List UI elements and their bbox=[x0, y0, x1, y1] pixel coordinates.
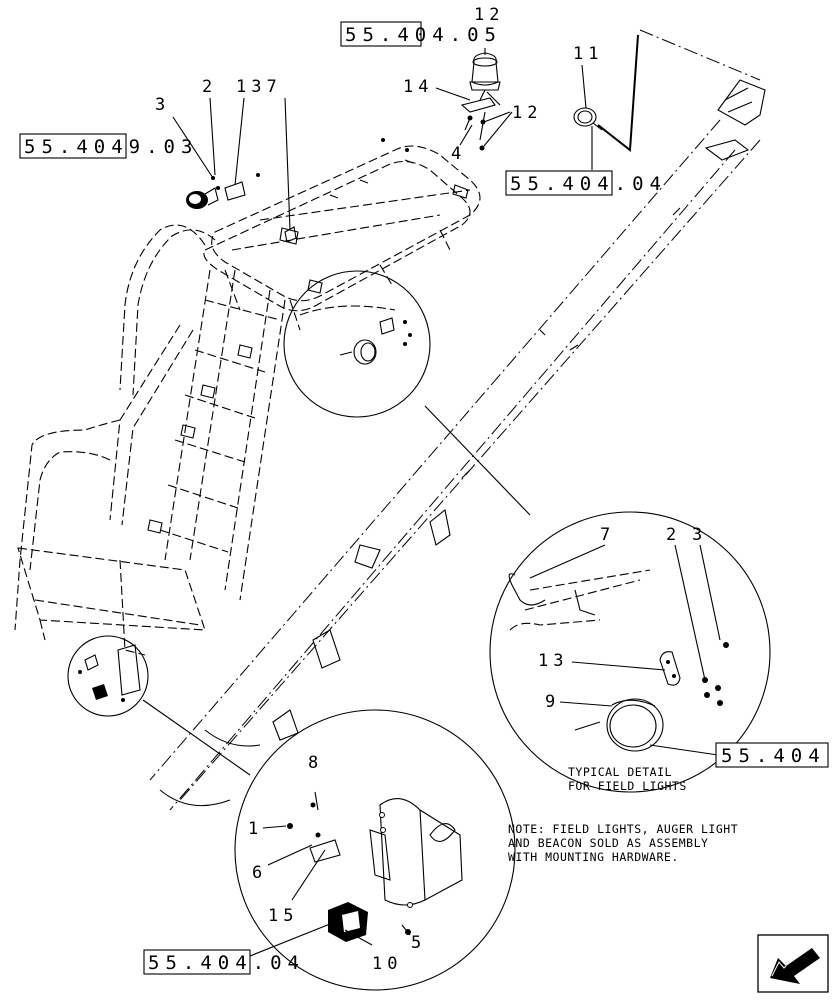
note-line-3: WITH MOUNTING HARDWARE. bbox=[508, 850, 679, 864]
callout-11: 11 bbox=[573, 44, 603, 64]
reference-boxes: 55.404.05 55.4049.03 55.404.04 55.404 55… bbox=[19, 21, 829, 975]
ladder-and-platform-artwork bbox=[14, 145, 481, 656]
ref-beacon: 55.404.05 bbox=[345, 24, 502, 46]
callout-13: 13 bbox=[538, 651, 568, 671]
callout-3: 3 bbox=[155, 95, 170, 115]
text-labels: TYPICAL DETAIL FOR FIELD LIGHTS NOTE: FI… bbox=[508, 765, 738, 864]
detail-circle-upper bbox=[283, 270, 531, 516]
ref-box-field-light bbox=[715, 742, 829, 768]
callout-1: 1 bbox=[248, 819, 263, 839]
callout-5: 5 bbox=[411, 933, 426, 953]
callout-7: 7 bbox=[600, 525, 615, 545]
ref-top-light: 55.404.04 bbox=[510, 173, 667, 195]
callout-12: 12 bbox=[512, 103, 542, 123]
callout-2: 2 bbox=[202, 77, 217, 97]
note-line-1: NOTE: FIELD LIGHTS, AUGER LIGHT bbox=[508, 822, 738, 836]
ref-box-front-light bbox=[19, 133, 127, 159]
callout-9: 9 bbox=[545, 692, 560, 712]
callout-2-detail: 2 bbox=[666, 525, 681, 545]
detail-circle-auger-light bbox=[142, 699, 516, 991]
detail-circle-field-lights bbox=[489, 511, 771, 793]
callout-6: 6 bbox=[252, 863, 267, 883]
callout-4: 4 bbox=[451, 144, 466, 164]
callout-15: 15 bbox=[268, 906, 298, 926]
ref-box-auger-light bbox=[143, 949, 251, 975]
callout-8: 8 bbox=[308, 753, 323, 773]
ref-front-light: 55.4049.03 bbox=[24, 136, 198, 158]
callout-10: 10 bbox=[372, 954, 402, 974]
auger-tube-artwork bbox=[149, 29, 766, 811]
callout-3-detail: 3 bbox=[692, 525, 707, 545]
callout-14: 14 bbox=[403, 77, 433, 97]
arrow-down-left-icon[interactable] bbox=[757, 934, 829, 993]
callout-numbers: 12 11 14 12 4 3 2 137 7 2 3 13 9 8 1 6 1… bbox=[155, 5, 707, 974]
callout-12-beacon: 12 bbox=[474, 5, 504, 25]
top-hardware-artwork bbox=[186, 52, 603, 243]
typical-detail-label-1: TYPICAL DETAIL bbox=[568, 765, 672, 779]
typical-detail-label-2: FOR FIELD LIGHTS bbox=[568, 779, 687, 793]
ref-field-light: 55.404 bbox=[721, 745, 826, 767]
ref-auger-light: 55.404.04 bbox=[148, 952, 305, 974]
note-line-2: AND BEACON SOLD AS ASSEMBLY bbox=[508, 836, 708, 850]
ref-box-beacon bbox=[340, 21, 422, 47]
detail-circle-ladder-bottom bbox=[67, 635, 149, 717]
callout-137: 137 bbox=[236, 77, 282, 97]
callout-leaders bbox=[172, 48, 593, 231]
ref-box-top-light bbox=[505, 170, 613, 196]
